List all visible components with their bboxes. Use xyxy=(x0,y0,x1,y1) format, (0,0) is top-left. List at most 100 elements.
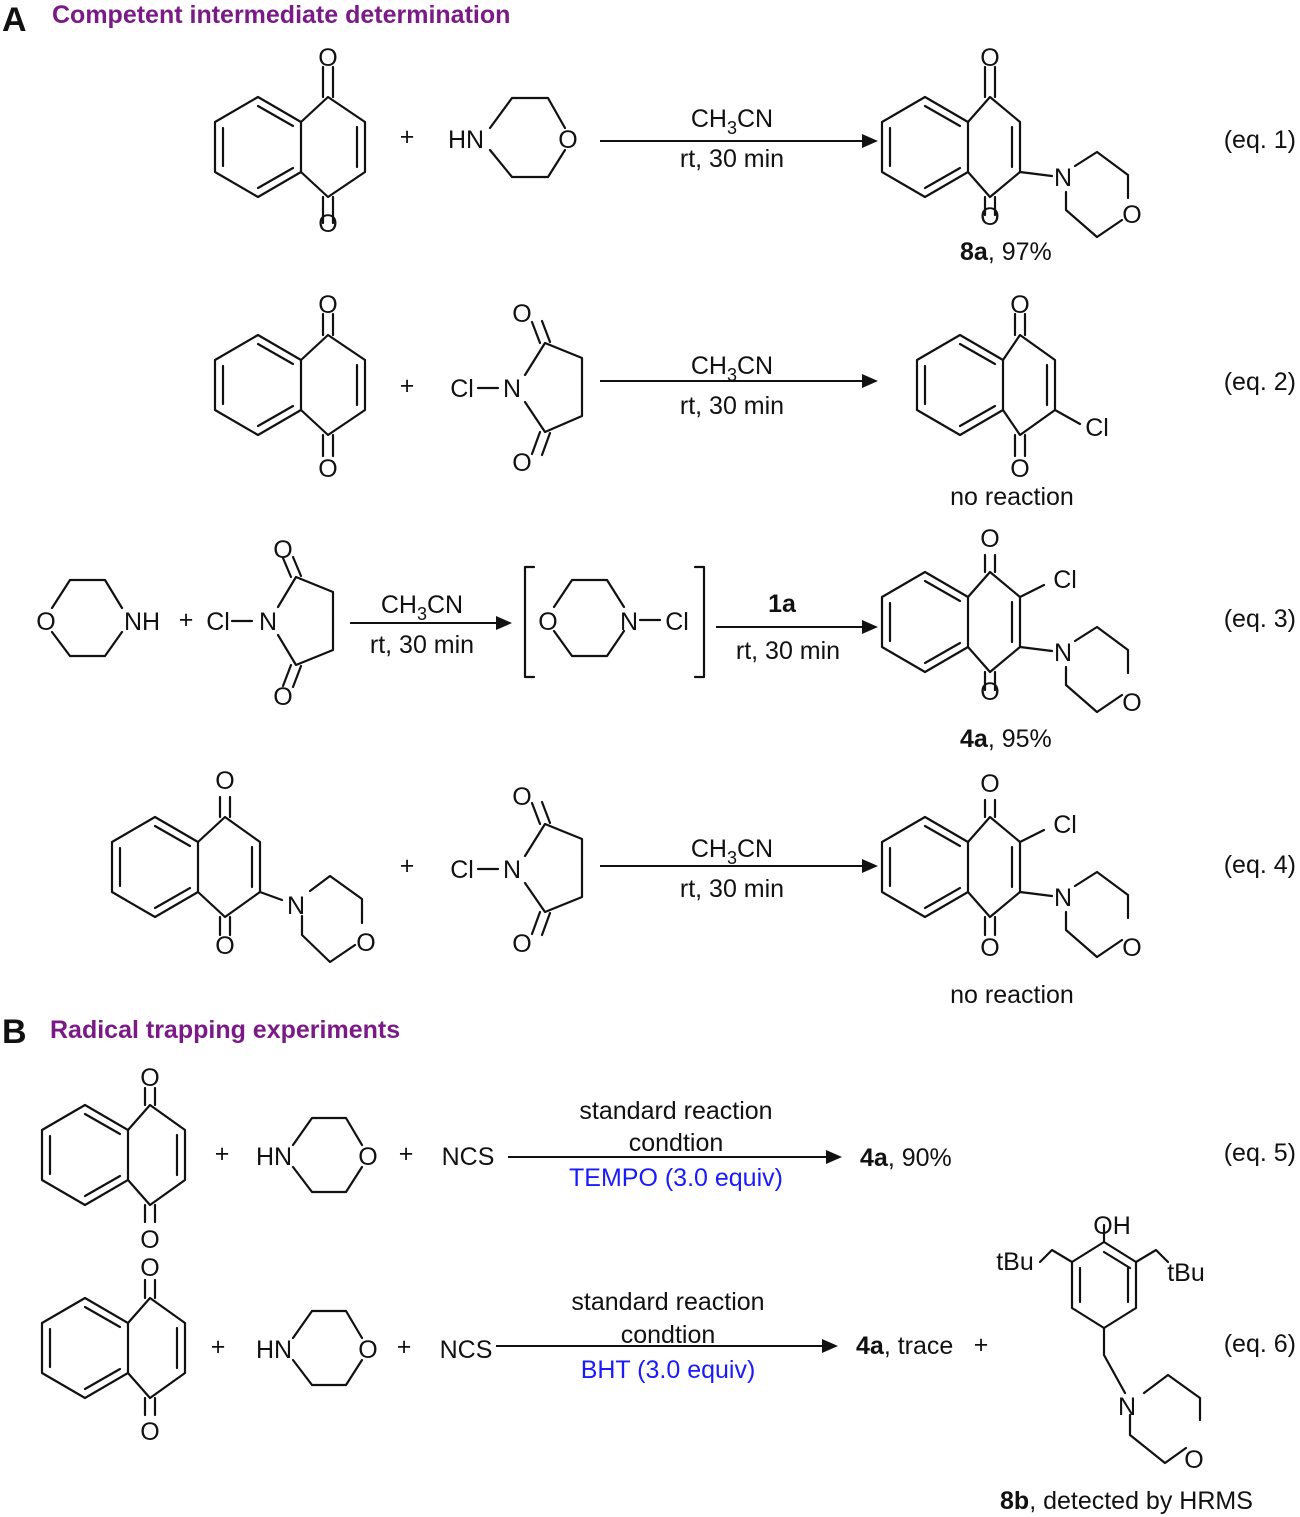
conditions-label: standard reaction xyxy=(579,1097,772,1125)
amine-label: HN xyxy=(256,1143,292,1171)
eq6-naphthoquinone: O O xyxy=(40,1254,187,1446)
eq6-byproduct-8b: OH tBu tBu N O xyxy=(996,1212,1205,1474)
conditions-label: rt, 30 min xyxy=(680,875,784,903)
oxo-label: O xyxy=(980,934,999,962)
eq3-ncs: Cl N O O xyxy=(206,536,335,711)
equation-number: (eq. 1) xyxy=(1224,126,1296,154)
eq6-arrow: standard reaction condtion BHT (3.0 equi… xyxy=(496,1288,838,1384)
oxo-label: O xyxy=(273,536,292,564)
chlorine-label: Cl xyxy=(1053,566,1077,594)
ncs-label: NCS xyxy=(442,1143,495,1171)
eq4-ncs: Cl N O O xyxy=(450,783,584,958)
equation-number: (eq. 4) xyxy=(1224,851,1296,879)
oxo-label: O xyxy=(1010,291,1029,319)
nitrogen-label: N xyxy=(1054,164,1072,192)
oxo-label: O xyxy=(512,930,531,958)
plus-sign: + xyxy=(400,852,415,880)
eq3-n-chloromorpholine-intermediate: O N Cl xyxy=(523,565,706,679)
oxygen-label: O xyxy=(358,1336,377,1364)
nitrogen-label: N xyxy=(503,856,521,884)
eq6-morpholine: HN O xyxy=(256,1309,378,1387)
eq3-arrow-2: 1a rt, 30 min xyxy=(716,590,878,665)
result-label: no reaction xyxy=(950,483,1074,511)
eq4-product: O O Cl N O xyxy=(880,770,1142,962)
oxo-label: O xyxy=(980,770,999,798)
oxygen-label: O xyxy=(358,1143,377,1171)
plus-sign: + xyxy=(211,1333,226,1361)
conditions-label: rt, 30 min xyxy=(680,145,784,173)
oxo-label: O xyxy=(318,44,337,72)
oxo-label: O xyxy=(140,1418,159,1446)
amine-label: HN xyxy=(448,126,484,154)
plus-sign: + xyxy=(400,372,415,400)
equation-number: (eq. 6) xyxy=(1224,1330,1296,1358)
nitrogen-label: N xyxy=(1054,884,1072,912)
oxo-label: O xyxy=(980,44,999,72)
oxygen-label: O xyxy=(36,608,55,636)
section-b-letter: B xyxy=(2,1013,27,1051)
plus-sign: + xyxy=(397,1333,412,1361)
oxo-label: O xyxy=(140,1064,159,1092)
eq5-naphthoquinone: O O xyxy=(40,1064,187,1254)
oxygen-label: O xyxy=(538,608,557,636)
oxo-label: O xyxy=(980,525,999,553)
eq3-arrow-1: CH3CN rt, 30 min xyxy=(350,591,512,659)
chlorine-label: Cl xyxy=(1085,414,1109,442)
eq3-product-4a: O O Cl N O xyxy=(880,525,1142,717)
oxo-label: O xyxy=(980,203,999,231)
plus-sign: + xyxy=(215,1140,230,1168)
reagent-label: 1a xyxy=(768,590,797,618)
eq1-product-8a: O O N O xyxy=(880,44,1142,239)
chlorine-label: Cl xyxy=(206,608,230,636)
plus-sign: + xyxy=(179,606,194,634)
solvent-label: CH3CN xyxy=(691,105,773,138)
nitrogen-label: N xyxy=(620,608,638,636)
solvent-label: CH3CN xyxy=(381,591,463,624)
eq3-morpholine: O NH xyxy=(36,578,160,658)
nitrogen-label: N xyxy=(1054,639,1072,667)
oxo-label: O xyxy=(273,683,292,711)
additive-label: TEMPO (3.0 equiv) xyxy=(569,1164,783,1192)
oxo-label: O xyxy=(1010,455,1029,483)
plus-sign: + xyxy=(400,123,415,151)
eq4-arrow: CH3CN rt, 30 min xyxy=(600,835,878,903)
oxygen-label: O xyxy=(1122,934,1141,962)
product-label: 8a, 97% xyxy=(960,238,1052,266)
eq4-aminoquinone-8a: O O N O xyxy=(110,767,376,964)
oxo-label: O xyxy=(512,449,531,477)
eq5-arrow: standard reaction condtion TEMPO (3.0 eq… xyxy=(508,1097,842,1192)
conditions-label: rt, 30 min xyxy=(736,637,840,665)
oxo-label: O xyxy=(215,932,234,960)
plus-sign: + xyxy=(399,1140,414,1168)
nitrogen-label: N xyxy=(287,892,305,920)
conditions-label: standard reaction xyxy=(571,1288,764,1316)
oxo-label: O xyxy=(318,455,337,483)
chlorine-label: Cl xyxy=(450,856,474,884)
amine-label: HN xyxy=(256,1336,292,1364)
section-b-title: Radical trapping experiments xyxy=(50,1016,400,1044)
eq1-arrow: CH3CN rt, 30 min xyxy=(600,105,878,173)
product-label: 4a, 90% xyxy=(860,1144,952,1172)
conditions-label: condtion xyxy=(629,1129,724,1157)
section-a-title: Competent intermediate determination xyxy=(52,1,510,29)
amine-label: NH xyxy=(124,608,160,636)
nitrogen-label: N xyxy=(503,375,521,403)
oxo-label: O xyxy=(140,1226,159,1254)
oxo-label: O xyxy=(980,678,999,706)
conditions-label: rt, 30 min xyxy=(370,631,474,659)
oxygen-label: O xyxy=(1122,201,1141,229)
eq2-naphthoquinone: O O xyxy=(213,291,367,483)
oxygen-label: O xyxy=(558,126,577,154)
oxo-label: O xyxy=(318,291,337,319)
oxo-label: O xyxy=(318,210,337,238)
eq2-arrow: CH3CN rt, 30 min xyxy=(600,352,878,420)
solvent-label: CH3CN xyxy=(691,352,773,385)
additive-label: BHT (3.0 equiv) xyxy=(581,1356,756,1384)
eq1-naphthoquinone: O O xyxy=(213,44,367,238)
eq2-ncs: Cl N O O xyxy=(450,300,584,477)
tert-butyl-label: tBu xyxy=(996,1248,1034,1276)
product-label: 4a, trace xyxy=(856,1332,953,1360)
nitrogen-label: N xyxy=(259,608,277,636)
nitrogen-label: N xyxy=(1118,1393,1136,1421)
